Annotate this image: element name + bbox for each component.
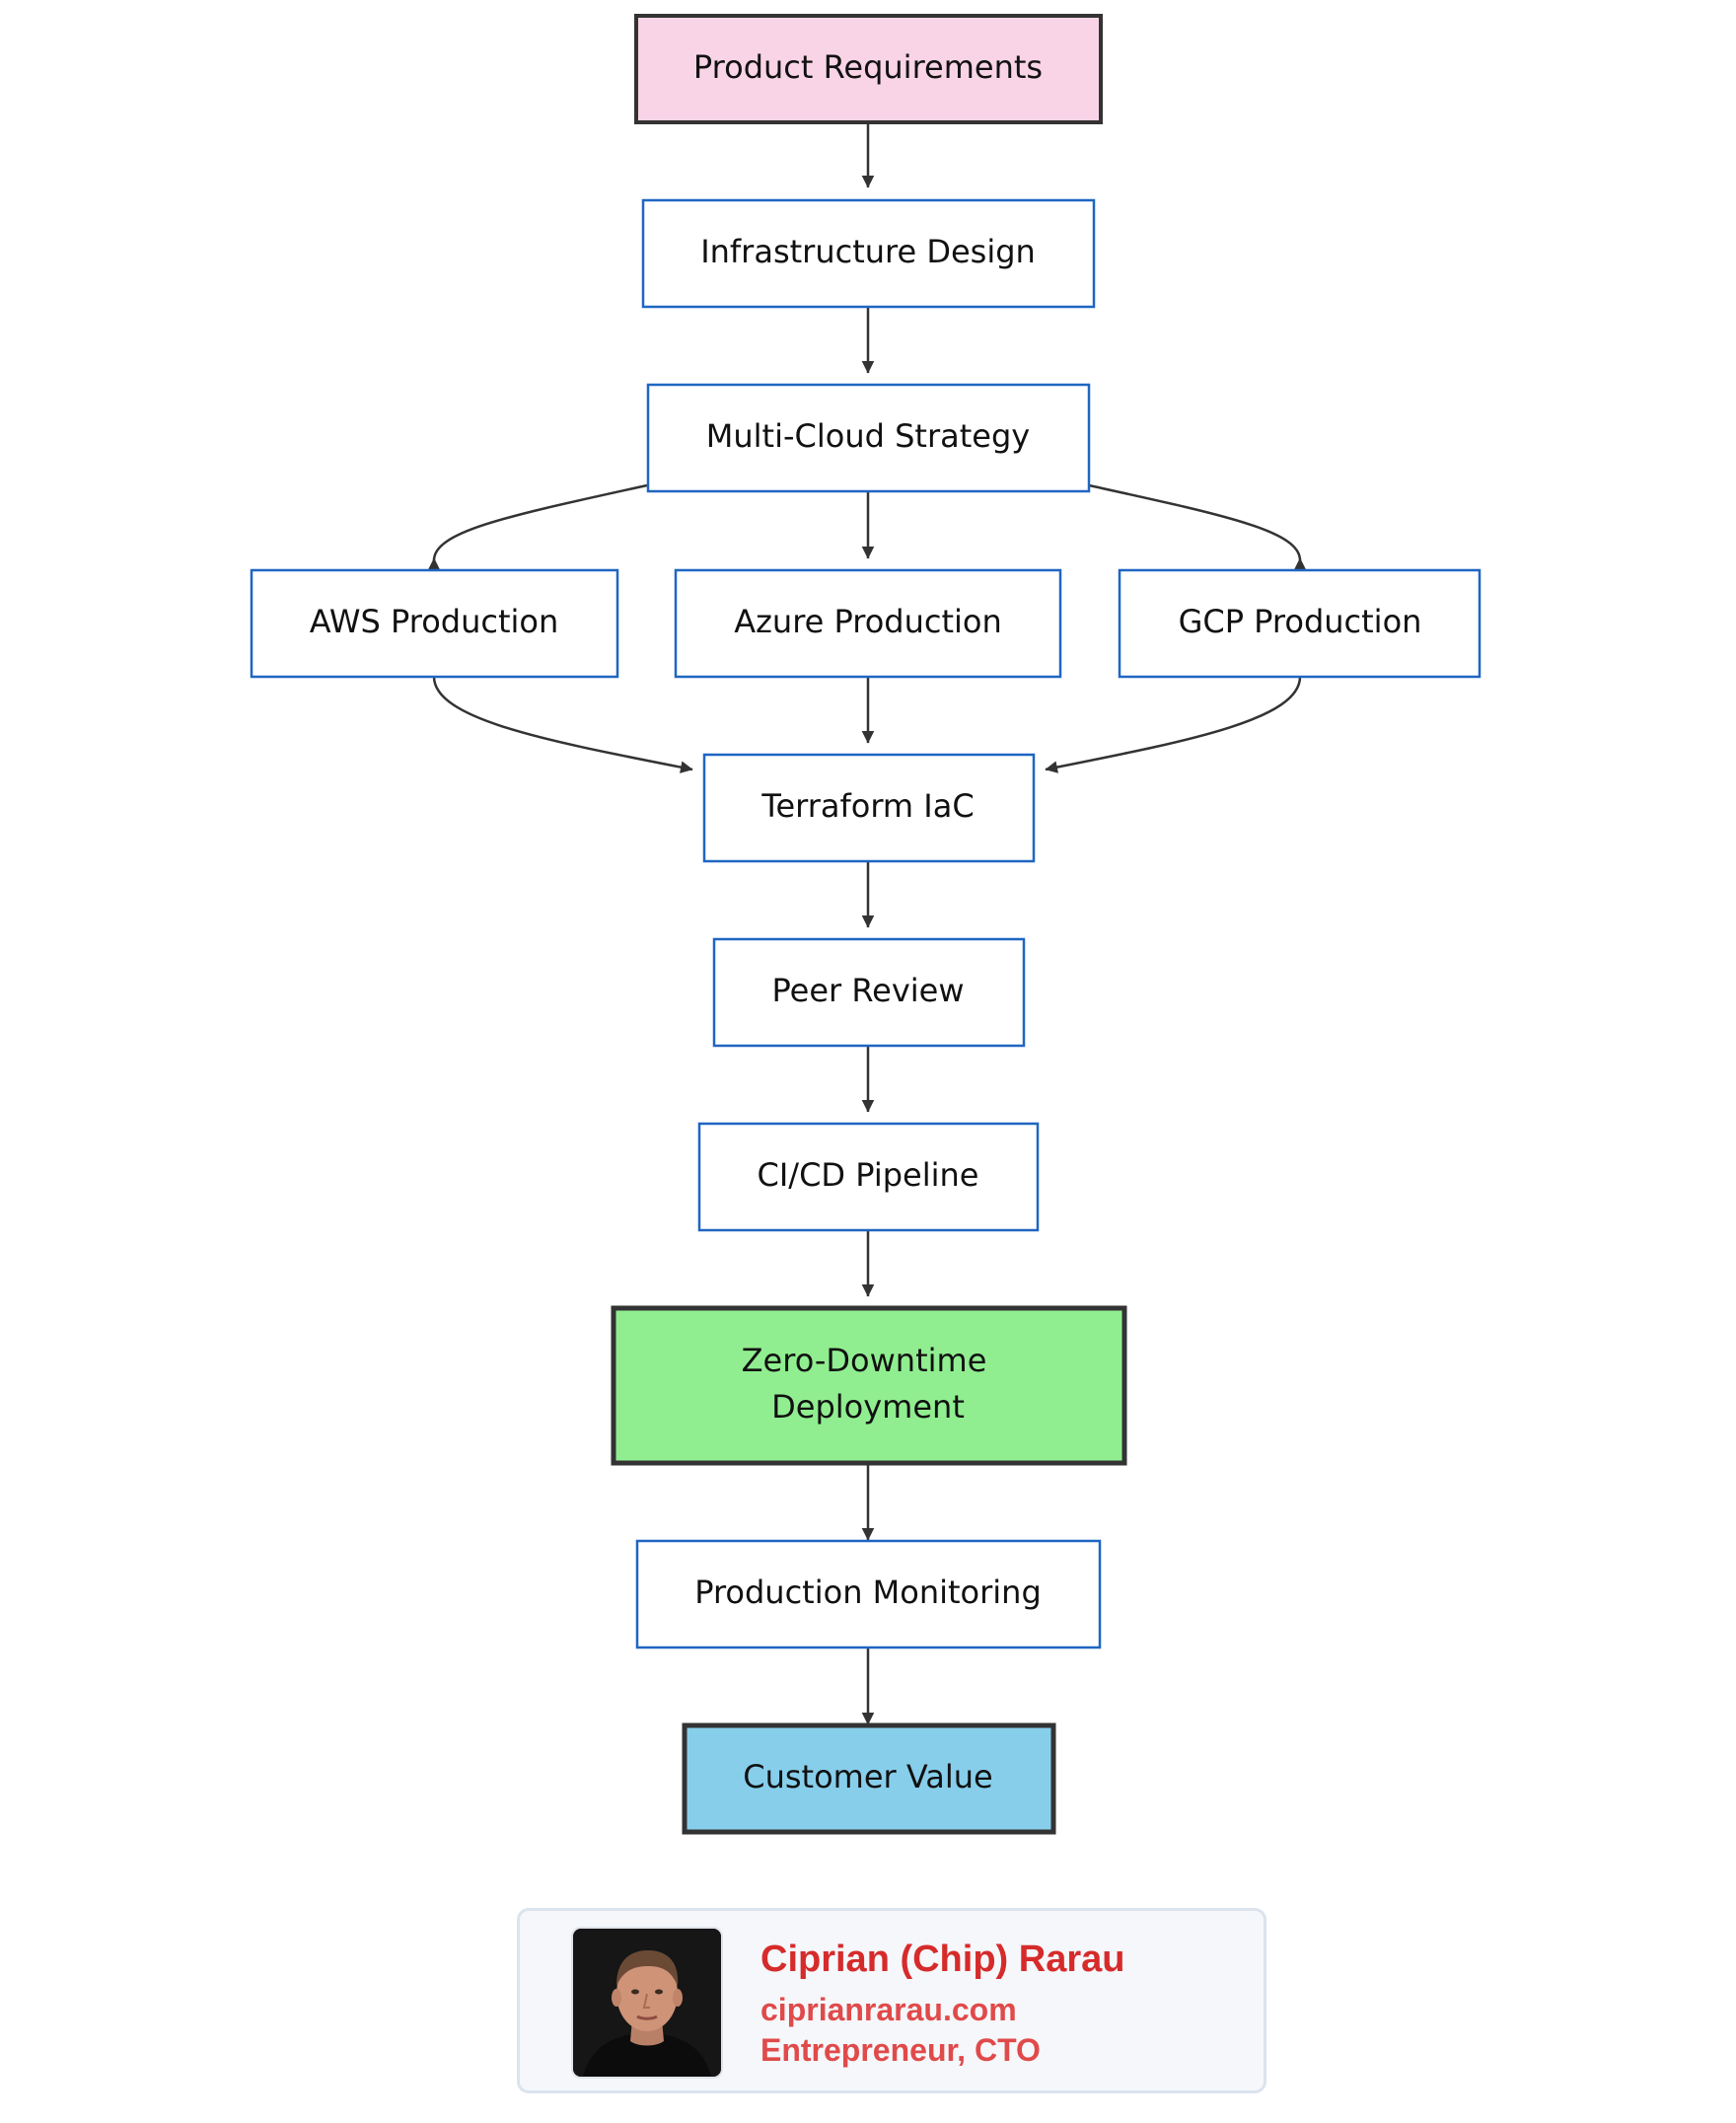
person-portrait-icon	[571, 1927, 723, 2079]
node-peer-review: Peer Review	[712, 937, 1026, 1048]
node-label-line-1: Zero-Downtime	[742, 1342, 987, 1379]
node-label-line-2: Deployment	[771, 1388, 965, 1426]
node-label: Infrastructure Design	[700, 233, 1036, 270]
node-aws-production: AWS Production	[250, 568, 619, 679]
node-product-requirements: Product Requirements	[634, 14, 1103, 124]
node-gcp-production: GCP Production	[1118, 568, 1482, 679]
node-cicd-pipeline: CI/CD Pipeline	[697, 1122, 1040, 1232]
edge-multi-cloud-strategy-to-gcp-production	[1088, 483, 1307, 570]
author-name: Ciprian (Chip) Rarau	[760, 1939, 1125, 1980]
edges	[427, 122, 1307, 1725]
node-label: Multi-Cloud Strategy	[706, 417, 1030, 455]
edge-aws-production-to-terraform-iac	[432, 676, 693, 773]
node-label: Production Monitoring	[694, 1574, 1042, 1611]
node-label: Peer Review	[771, 972, 964, 1009]
node-customer-value: Customer Value	[682, 1722, 1056, 1835]
flowchart: Product Requirements Infrastructure Desi…	[250, 14, 1482, 1835]
author-card: Ciprian (Chip) Rarau ciprianrarau.com En…	[517, 1908, 1266, 2093]
author-website-link[interactable]: ciprianrarau.com	[760, 1992, 1017, 2027]
edge-multi-cloud-strategy-to-aws-production	[427, 483, 648, 570]
node-label: Azure Production	[734, 603, 1002, 640]
node-label: GCP Production	[1179, 603, 1422, 640]
node-production-monitoring: Production Monitoring	[635, 1539, 1102, 1649]
node-terraform-iac: Terraform IaC	[702, 753, 1036, 863]
node-label: AWS Production	[310, 603, 559, 640]
node-azure-production: Azure Production	[674, 568, 1062, 679]
author-role: Entrepreneur, CTO	[760, 2032, 1041, 2068]
node-label: CI/CD Pipeline	[758, 1156, 979, 1194]
node-label: Terraform IaC	[760, 787, 974, 825]
node-label: Product Requirements	[693, 48, 1043, 86]
node-multi-cloud-strategy: Multi-Cloud Strategy	[646, 383, 1091, 493]
edge-gcp-production-to-terraform-iac	[1045, 676, 1302, 773]
node-infrastructure-design: Infrastructure Design	[641, 198, 1096, 309]
node-zero-downtime-deployment: Zero-Downtime Deployment	[611, 1305, 1127, 1466]
node-label: Customer Value	[743, 1758, 992, 1795]
